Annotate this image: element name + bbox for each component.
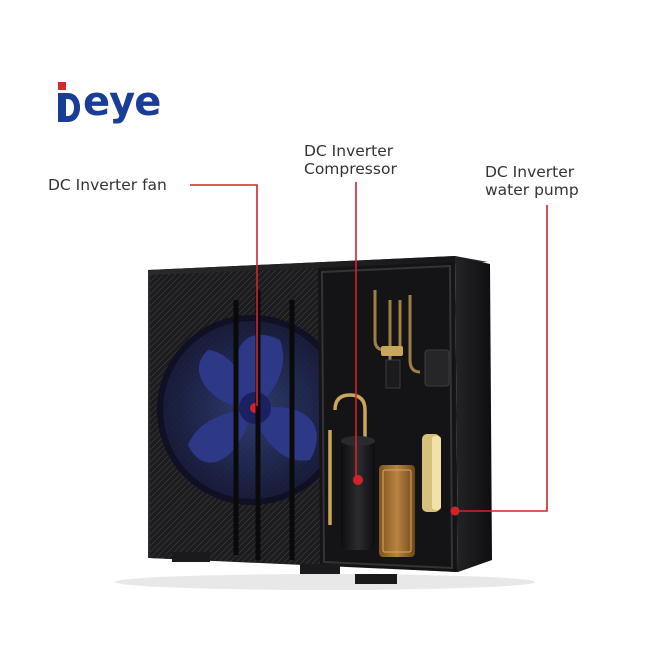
callout-compressor-line1: DC Inverter xyxy=(304,142,394,160)
leader-lines xyxy=(190,182,548,512)
brand-logo: eye xyxy=(58,72,161,125)
logo-wordmark: eye xyxy=(83,79,161,125)
callout-pump: DC Inverter water pump xyxy=(485,163,579,199)
callout-compressor: DC Inverter Compressor xyxy=(304,142,397,178)
callout-compressor-line2: Compressor xyxy=(304,160,397,178)
callout-fan: DC Inverter fan xyxy=(48,176,167,194)
callout-pump-line1: DC Inverter xyxy=(485,163,575,181)
logo-d-mark xyxy=(58,82,82,122)
callout-pump-line2: water pump xyxy=(485,181,579,199)
